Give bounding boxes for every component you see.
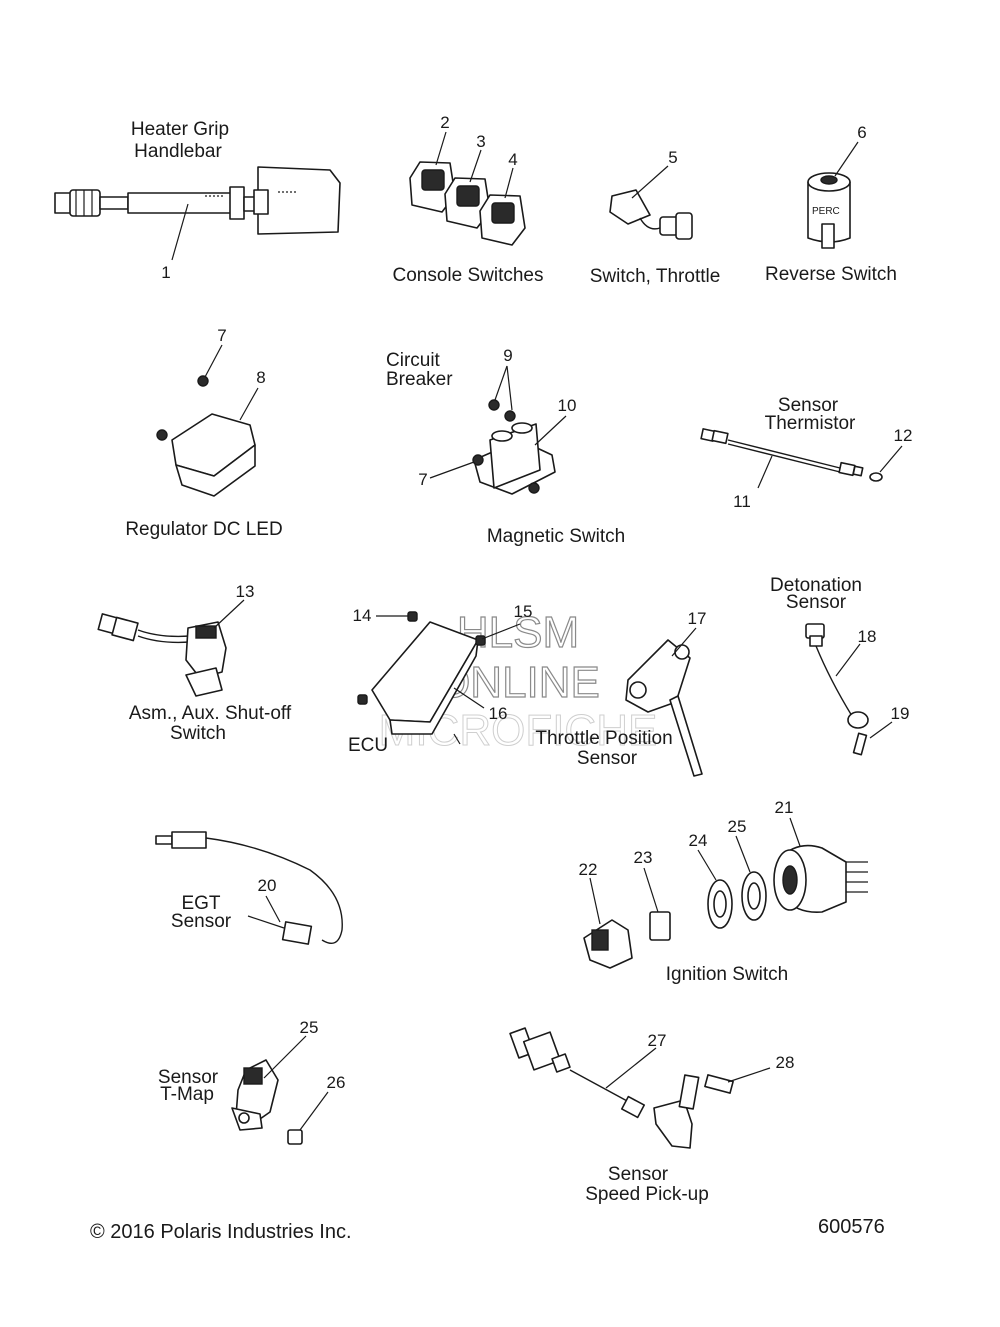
heater-grip-label-2: Handlebar (134, 141, 222, 162)
part-number: 5 (668, 148, 677, 167)
sensor-thermistor-label-1: Sensor (778, 395, 839, 416)
part-number: 3 (476, 132, 485, 151)
heater-grip-label-1: Heater Grip (131, 119, 229, 140)
throttle-position-label-1: Throttle Position (535, 728, 672, 749)
perc-marking: PERC (812, 206, 840, 217)
console-switches-label: Console Switches (392, 265, 543, 286)
reverse-switch-part: PERC (807, 141, 859, 249)
part-number: 12 (894, 426, 913, 445)
circuit-breaker-label-2: Breaker (386, 369, 453, 390)
switch-throttle-label: Switch, Throttle (590, 266, 721, 287)
aux-shutoff-label-1: Asm., Aux. Shut-off (129, 703, 292, 724)
part-number: 14 (353, 606, 372, 625)
part-number: 27 (648, 1031, 667, 1050)
regulator-label: Regulator DC LED (125, 519, 282, 540)
part-number: 10 (558, 396, 577, 415)
detonation-sensor-part (805, 623, 893, 756)
part-number: 2 (440, 113, 449, 132)
part-number: 20 (258, 876, 277, 895)
ecu-part (357, 611, 521, 745)
sensor-thermistor-label-2: Thermistor (765, 413, 856, 434)
part-number: 24 (689, 831, 708, 850)
diagram-id: 600576 (818, 1216, 885, 1238)
speed-pickup-label-2: Speed Pick-up (585, 1184, 709, 1205)
speed-pickup-part (509, 1027, 771, 1149)
throttle-position-part (625, 627, 703, 777)
part-number: 13 (236, 582, 255, 601)
sensor-tmap-label-2: T-Map (160, 1084, 214, 1105)
ecu-label: ECU (348, 735, 388, 756)
part-number: 9 (503, 346, 512, 365)
detonation-sensor-label-1: Detonation (770, 575, 862, 596)
circuit-breaker-label-1: Circuit (386, 350, 441, 371)
part-number: 22 (579, 860, 598, 879)
egt-sensor-label-1: EGT (181, 893, 220, 914)
detonation-sensor-label-2: Sensor (786, 592, 847, 613)
part-number: 19 (891, 704, 910, 723)
aux-shutoff-part (97, 599, 245, 697)
part-number: 17 (688, 609, 707, 628)
part-number: 11 (733, 492, 751, 511)
part-number: 18 (858, 627, 877, 646)
part-number: 26 (327, 1073, 346, 1092)
ignition-switch-part (583, 817, 868, 969)
egt-sensor-label-2: Sensor (171, 911, 232, 932)
throttle-position-label-2: Sensor (577, 748, 638, 769)
part-number: 7 (217, 326, 226, 345)
part-number: 25 (300, 1018, 319, 1037)
regulator-part (156, 344, 259, 497)
egt-sensor-part (155, 831, 343, 945)
sensor-thermistor-part (700, 428, 903, 489)
magnetic-switch-part (429, 365, 567, 495)
ignition-switch-label: Ignition Switch (666, 964, 789, 985)
sensor-tmap-part (231, 1035, 329, 1145)
part-number: 25 (728, 817, 747, 836)
part-number: 7 (418, 470, 427, 489)
sensor-tmap-label-1: Sensor (158, 1067, 219, 1088)
aux-shutoff-label-2: Switch (170, 723, 226, 744)
part-number: 6 (857, 123, 866, 142)
part-number: 4 (508, 150, 517, 169)
part-number: 1 (161, 263, 170, 282)
speed-pickup-label-1: Sensor (608, 1164, 669, 1185)
part-number: 28 (776, 1053, 795, 1072)
console-switches-part (409, 131, 526, 246)
part-number: 15 (514, 602, 533, 621)
magnetic-switch-label: Magnetic Switch (487, 526, 625, 547)
part-number: 16 (489, 704, 508, 723)
copyright-notice: © 2016 Polaris Industries Inc. (90, 1221, 352, 1243)
part-number: 21 (775, 798, 794, 817)
switch-throttle-part (609, 165, 693, 240)
reverse-switch-label: Reverse Switch (765, 264, 897, 285)
part-number: 23 (634, 848, 653, 867)
heater-grip-part (54, 166, 341, 261)
part-number: 8 (256, 368, 265, 387)
